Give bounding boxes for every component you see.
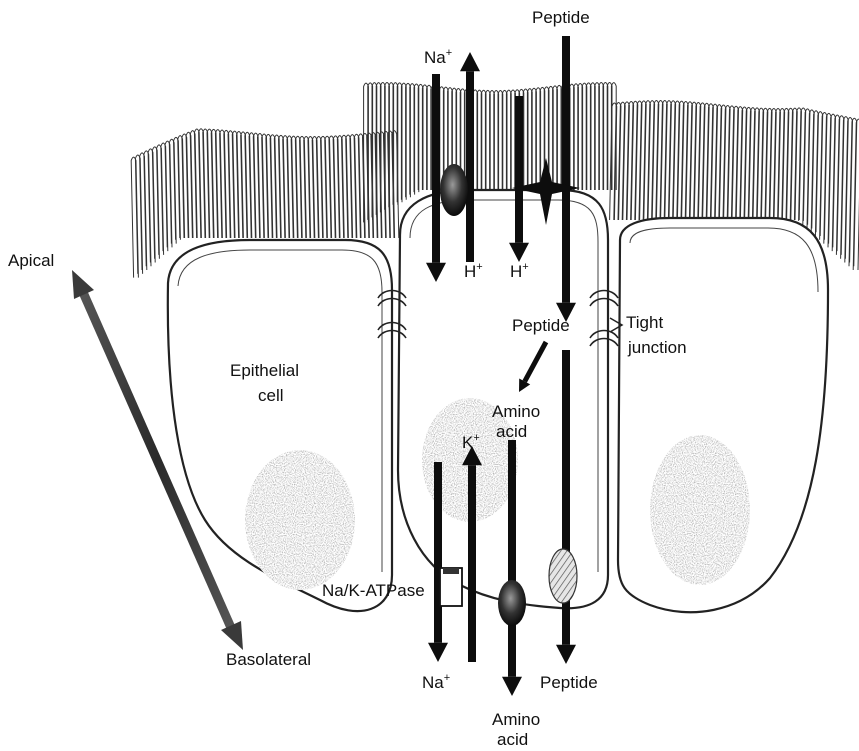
label-amino-acid-mid-line2: acid — [496, 422, 527, 441]
label-peptide-bottom: Peptide — [540, 673, 598, 692]
na-h-exchanger-oval — [440, 164, 468, 216]
nucleus-left — [245, 450, 355, 590]
label-apical: Apical — [8, 251, 54, 270]
label-basolateral: Basolateral — [226, 650, 311, 669]
label-peptide-top: Peptide — [532, 8, 590, 27]
nucleus-right — [650, 435, 750, 585]
label-amino-acid-bottom-line2: acid — [497, 730, 528, 749]
label-epithelial-cell-line2: cell — [258, 386, 284, 405]
label-tight-junction-line2: junction — [627, 338, 687, 357]
microvillus — [853, 119, 859, 270]
label-amino-acid-bottom-line1: Amino — [492, 710, 540, 729]
label-amino-acid-mid-line1: Amino — [492, 402, 540, 421]
label-na-top: Na+ — [424, 47, 452, 67]
label-na-k-atpase: Na/K-ATPase — [322, 581, 425, 600]
label-na-bottom: Na+ — [422, 672, 450, 692]
amino-acid-transporter-oval — [498, 580, 526, 626]
label-peptide-mid: Peptide — [512, 316, 570, 335]
label-tight-junction-line1: Tight — [626, 313, 663, 332]
basolateral-peptide-transporter-hatched — [549, 549, 577, 603]
label-epithelial-cell-line1: Epithelial — [230, 361, 299, 380]
na-k-atpase-box-icon — [440, 568, 462, 606]
epithelial-cell-center — [398, 190, 608, 608]
